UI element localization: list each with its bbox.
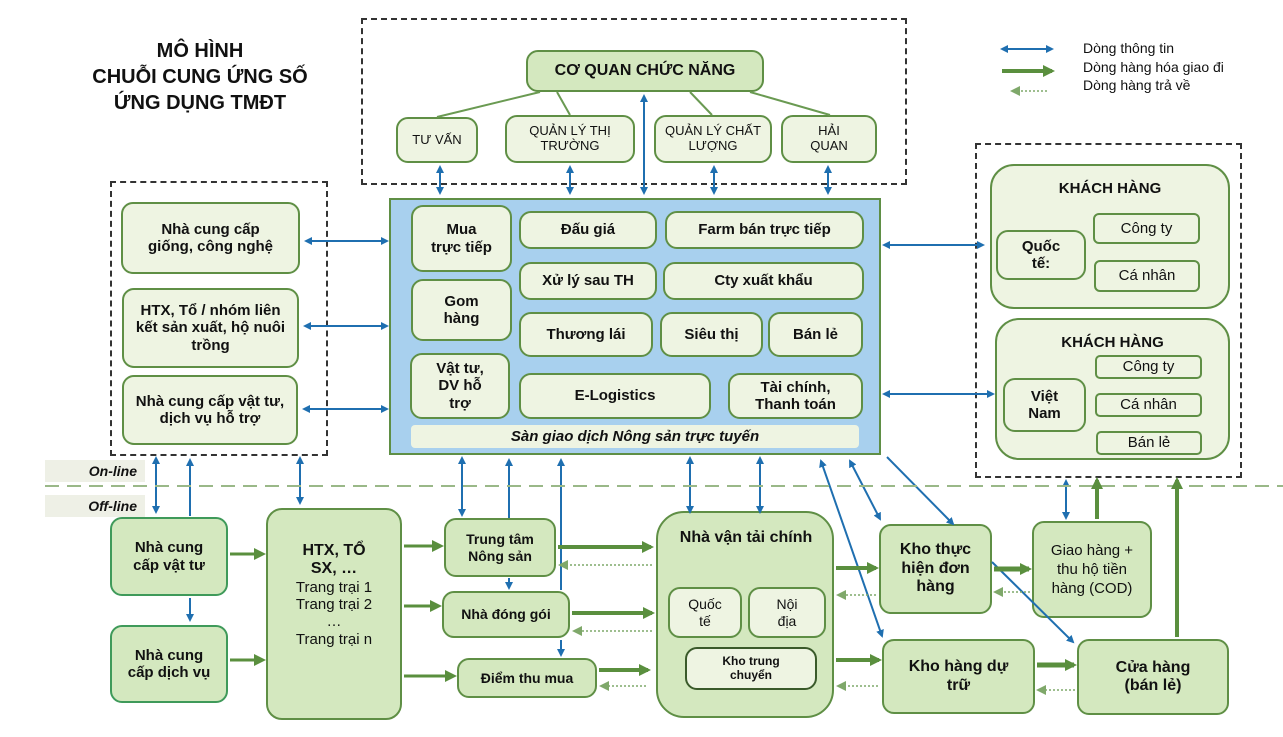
exchange-auction: Đấu giá: [519, 211, 657, 249]
offline-packer: Nhà đóng gói: [442, 591, 570, 638]
authority-consulting: TƯ VẤN: [396, 117, 478, 163]
goods-return-lines: [558, 560, 1075, 695]
offline-producers: HTX, TỔ SX, … Trang trại 1 Trang trại 2 …: [266, 508, 402, 720]
customer-international-group: Quốc tế:: [996, 230, 1086, 280]
offline-delivery-cod: Giao hàng + thu hộ tiền hàng (COD): [1032, 521, 1152, 618]
title-line-1: MÔ HÌNH: [156, 40, 244, 62]
exchange-traders: Thương lái: [519, 312, 653, 357]
exchange-supplies-support: Vật tư, DV hỗ trợ: [410, 353, 510, 419]
carrier-transit-warehouse: Kho trung chuyển: [685, 647, 817, 690]
farm-item: Trang trại 2: [295, 596, 373, 614]
customer-international-title: KHÁCH HÀNG: [1058, 180, 1162, 197]
title-line-2: CHUỖI CUNG ỨNG SỐ: [92, 66, 308, 88]
customer-vietnam-title: KHÁCH HÀNG: [1061, 334, 1164, 351]
online-suppliers-group: [110, 181, 328, 456]
legend-info-flow: Dòng thông tin: [1083, 40, 1175, 56]
legend-goods-return: Dòng hàng trả về: [1083, 77, 1191, 93]
customer-vietnam-group: Việt Nam: [1003, 378, 1086, 432]
authorities-group: [361, 18, 907, 185]
authority-market-management: QUẢN LÝ THỊ TRƯỜNG: [505, 115, 635, 163]
exchange-farm-direct-sales: Farm bán trực tiếp: [665, 211, 864, 249]
exchange-direct-purchase: Mua trực tiếp: [411, 205, 512, 272]
offline-reserve-warehouse: Kho hàng dự trữ: [882, 639, 1035, 714]
offline-fulfillment-warehouse: Kho thực hiện đơn hàng: [879, 524, 992, 614]
authority-quality-management: QUẢN LÝ CHẤT LƯỢNG: [654, 115, 772, 163]
exchange-export-company: Cty xuất khẩu: [663, 262, 864, 300]
exchange-finance-payment: Tài chính, Thanh toán: [728, 373, 863, 419]
authority-customs: HẢI QUAN: [781, 115, 877, 163]
offline-collection-point: Điểm thu mua: [457, 658, 597, 698]
diagram-title: MÔ HÌNH CHUỖI CUNG ỨNG SỐ ỨNG DỤNG TMĐT: [80, 38, 320, 116]
customer-vietnam-individual: Cá nhân: [1095, 393, 1202, 417]
authorities-tree-lines: [436, 91, 831, 118]
title-line-3: ỨNG DỤNG TMĐT: [113, 92, 287, 114]
info-flow-lines: [152, 94, 1075, 657]
legend-goods-outbound: Dòng hàng hóa giao đi: [1083, 59, 1224, 75]
farm-item: …: [326, 613, 342, 631]
exchange-e-logistics: E-Logistics: [519, 373, 711, 419]
goods-outbound-lines: [230, 477, 1183, 682]
exchange-retail: Bán lẻ: [768, 312, 863, 357]
carrier-international: Quốc tế: [668, 587, 742, 638]
delivery-label: Giao hàng + thu hộ tiền hàng (COD): [1050, 542, 1134, 597]
offline-supplier-materials: Nhà cung cấp vật tư: [110, 517, 228, 596]
farm-item: Trang trại n: [295, 630, 373, 648]
customer-international-company: Công ty: [1093, 213, 1200, 244]
offline-supplier-services: Nhà cung cấp dịch vụ: [110, 625, 228, 703]
carrier-domestic: Nội địa: [748, 587, 826, 638]
supplier-materials-services-online: Nhà cung cấp vật tư, dịch vụ hỗ trợ: [122, 375, 298, 445]
exchange-consolidation: Gom hàng: [411, 279, 512, 341]
exchange-footer-label: Sàn giao dịch Nông sản trực tuyến: [411, 425, 859, 448]
customer-international-individual: Cá nhân: [1094, 260, 1200, 292]
customers-group: [975, 143, 1242, 478]
offline-agri-center: Trung tâm Nông sản: [444, 518, 556, 577]
customer-vietnam-retail: Bán lẻ: [1096, 431, 1202, 455]
supplier-cooperatives: HTX, Tổ / nhóm liên kết sản xuất, hộ nuô…: [122, 288, 299, 368]
supplier-seeds-technology: Nhà cung cấp giống, công nghệ: [121, 202, 300, 274]
exchange-post-harvest: Xử lý sau TH: [519, 262, 657, 300]
zone-offline-label: Off-line: [45, 495, 145, 517]
offline-store-retail: Cửa hàng (bán lẻ): [1077, 639, 1229, 715]
zone-online-label: On-line: [45, 460, 145, 482]
exchange-supermarket: Siêu thị: [660, 312, 763, 357]
producers-title: HTX, TỔ SX, …: [302, 542, 366, 578]
authorities-head: CƠ QUAN CHỨC NĂNG: [526, 50, 764, 92]
carrier-title: Nhà vận tải chính: [679, 529, 813, 546]
customer-vietnam-company: Công ty: [1095, 355, 1202, 379]
farm-item: Trang trại 1: [295, 578, 373, 596]
